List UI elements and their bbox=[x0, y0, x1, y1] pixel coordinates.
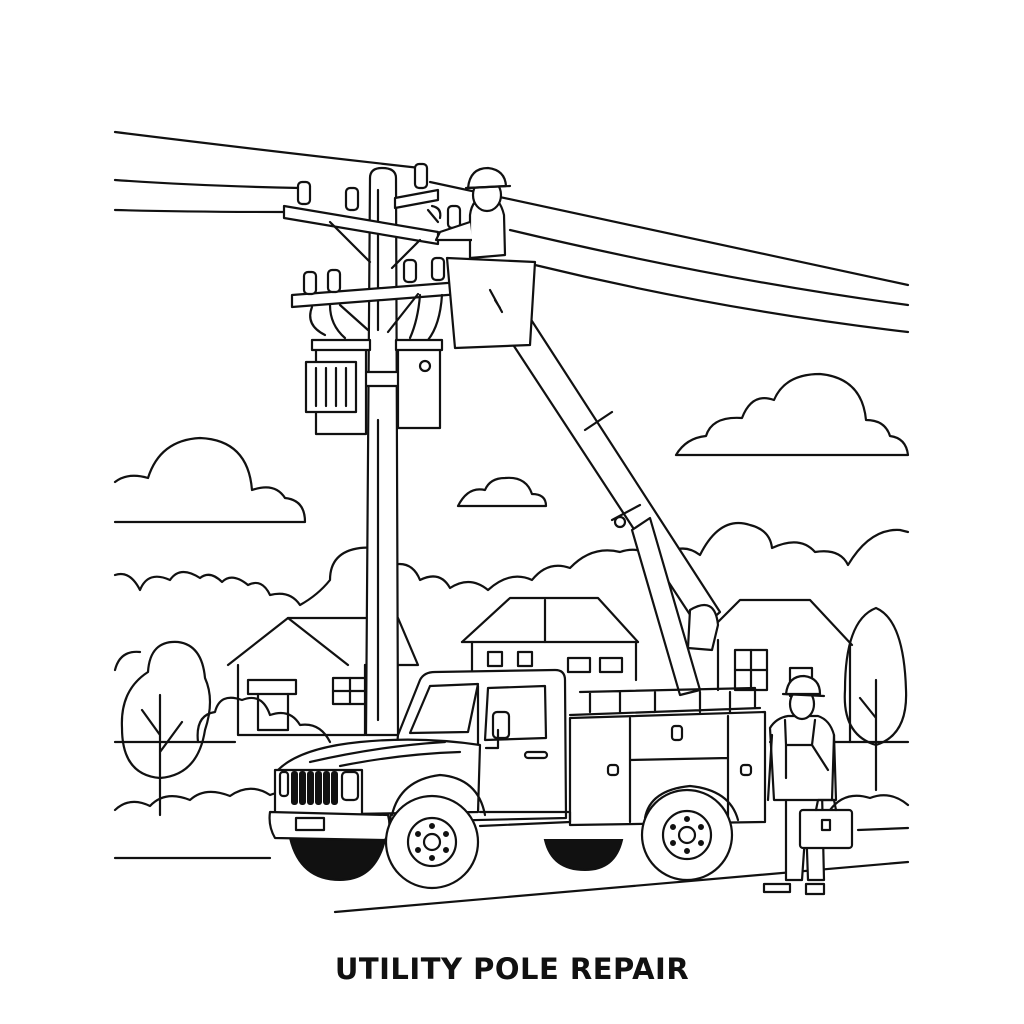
insulator-icons bbox=[298, 164, 460, 294]
front-wheel bbox=[386, 796, 478, 888]
cloud-icon bbox=[676, 374, 908, 455]
ground-worker bbox=[764, 676, 836, 894]
caption-title: UTILITY POLE REPAIR bbox=[334, 952, 690, 986]
house-right bbox=[700, 600, 852, 742]
bucket-truck bbox=[270, 670, 765, 880]
cloud-icon bbox=[115, 438, 305, 522]
tree-left bbox=[122, 642, 210, 815]
transformer-right bbox=[396, 295, 442, 428]
house-left bbox=[228, 618, 418, 735]
toolbox-icon bbox=[800, 800, 852, 848]
lineworker-in-bucket bbox=[428, 168, 510, 258]
house-middle bbox=[462, 598, 638, 680]
background-treeline bbox=[115, 523, 908, 670]
rear-wheel bbox=[642, 790, 732, 880]
bushes bbox=[115, 698, 908, 810]
tree-right bbox=[845, 608, 906, 790]
aerial-bucket bbox=[447, 258, 535, 348]
transformer-left bbox=[306, 305, 370, 434]
power-lines bbox=[115, 132, 908, 332]
cloud-icon bbox=[458, 478, 546, 506]
upper-crossarm bbox=[284, 190, 438, 268]
boom-arm bbox=[510, 318, 720, 695]
utility-pole bbox=[364, 168, 400, 735]
